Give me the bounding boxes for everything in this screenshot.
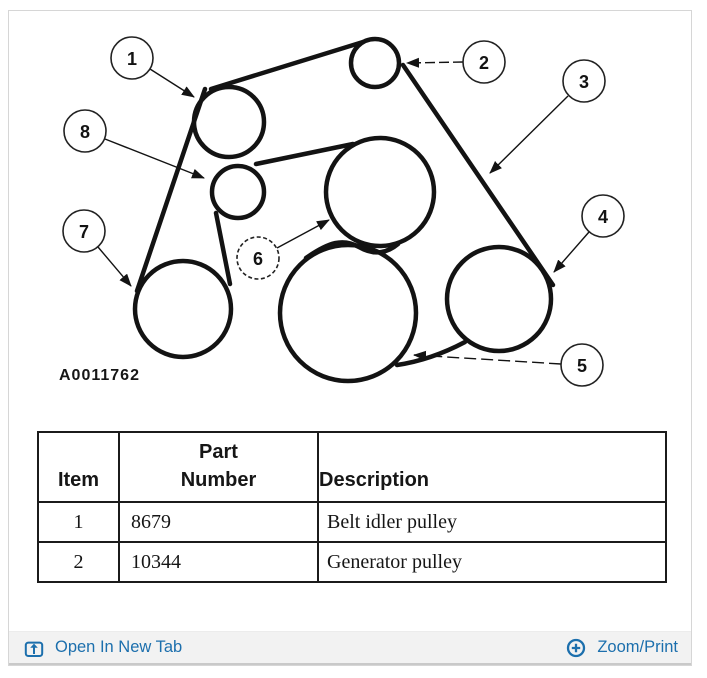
table-row: 2 10344 Generator pulley [37, 541, 667, 583]
figure-label: A0011762 [59, 367, 140, 384]
viewer-toolbar: Open In New Tab Zoom/Print [9, 631, 691, 665]
leader-8 [104, 138, 205, 179]
callout-number: 5 [577, 356, 587, 376]
callout-number: 6 [253, 249, 263, 269]
callout-7: 7 [62, 209, 106, 253]
callout-1: 1 [110, 36, 154, 80]
callout-4: 4 [581, 194, 625, 238]
table-header-row: Item Part Number Description [37, 431, 667, 503]
callout-2: 2 [462, 40, 506, 84]
column-header-description: Description [317, 431, 667, 503]
column-header-item: Item [37, 431, 120, 503]
parts-table: Item Part Number Description 1 8679 Belt… [37, 431, 667, 583]
leader-5 [413, 350, 562, 365]
callout-8: 8 [63, 109, 107, 153]
viewer-panel: 1 2 3 4 5 [8, 10, 692, 666]
callout-number: 2 [479, 53, 489, 73]
leader-3 [489, 95, 569, 174]
pulley-4 [444, 244, 554, 354]
pulleys [132, 36, 554, 384]
callout-number: 4 [598, 207, 608, 227]
cell-description: Belt idler pulley [317, 501, 667, 543]
leader-7 [97, 246, 132, 287]
belt-segment [400, 62, 556, 288]
callout-3: 3 [562, 59, 606, 103]
leader-1 [149, 68, 195, 98]
zoom-print-button[interactable]: Zoom/Print [566, 638, 678, 658]
zoom-print-label: Zoom/Print [597, 638, 678, 656]
belt-segment [213, 210, 233, 287]
leader-6 [276, 219, 330, 249]
table-row: 1 8679 Belt idler pulley [37, 501, 667, 543]
callout-number: 8 [80, 122, 90, 142]
callout-number: 7 [79, 222, 89, 242]
belt-segment [208, 39, 366, 92]
callout-leaders [97, 57, 590, 365]
pulley-6 [323, 135, 437, 249]
leader-2 [406, 57, 464, 68]
open-in-new-tab-button[interactable]: Open In New Tab [24, 638, 182, 658]
pulley-8 [209, 163, 267, 221]
pulley-5 [277, 242, 419, 384]
pulley-2 [348, 36, 402, 90]
belt-segment [134, 86, 208, 294]
callouts: 1 2 3 4 5 [62, 36, 625, 387]
cell-part-number: 8679 [118, 501, 319, 543]
belt-routing-diagram: 1 2 3 4 5 [59, 36, 625, 387]
belt-segments [134, 39, 556, 368]
callout-number: 1 [127, 49, 137, 69]
belt-segment [253, 141, 356, 167]
zoom-plus-icon [567, 638, 586, 657]
cell-description: Generator pulley [317, 541, 667, 583]
cell-item: 2 [37, 541, 120, 583]
pulley-7 [132, 258, 234, 360]
callout-6: 6 [236, 236, 280, 280]
open-in-new-tab-label: Open In New Tab [55, 638, 183, 656]
callout-number: 3 [579, 72, 589, 92]
belt-segment [303, 240, 401, 261]
cell-part-number: 10344 [118, 541, 319, 583]
cell-item: 1 [37, 501, 120, 543]
open-in-new-tab-icon [24, 641, 44, 657]
column-header-part-number: Part Number [118, 431, 319, 503]
leader-4 [553, 231, 590, 273]
callout-5: 5 [560, 343, 604, 387]
